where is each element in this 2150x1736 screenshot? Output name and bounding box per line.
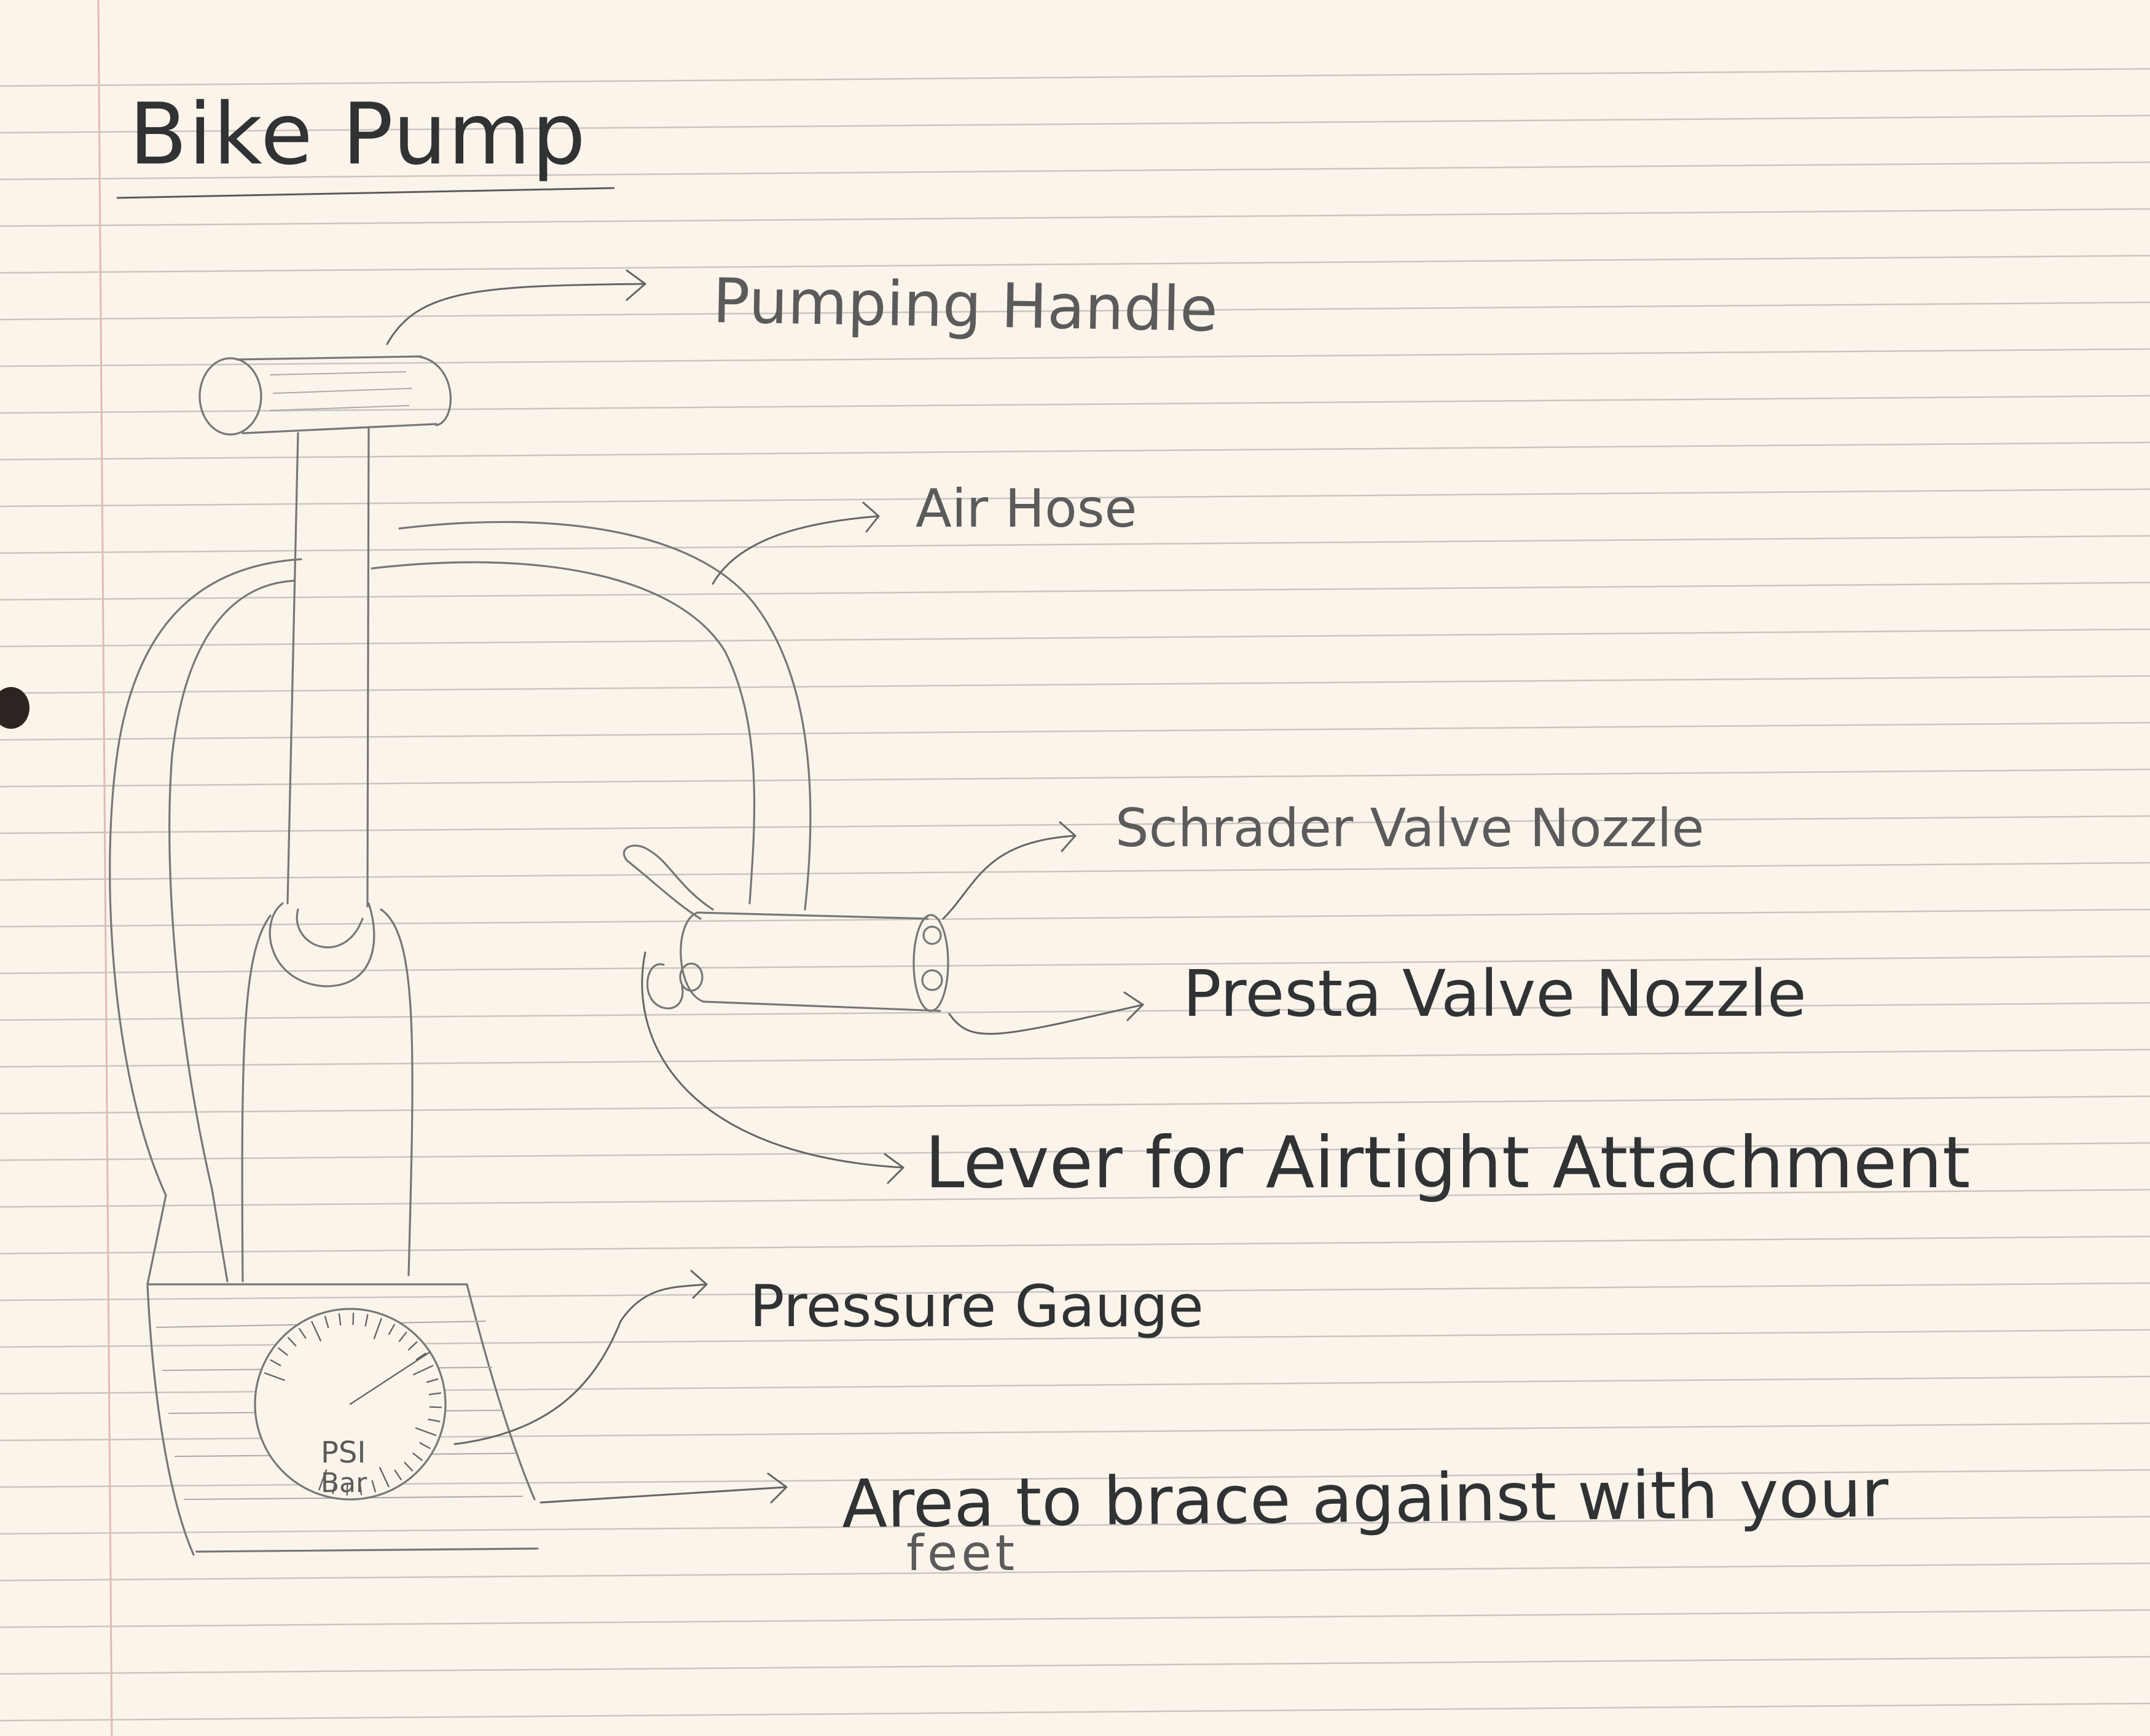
gauge-tick [415, 1427, 437, 1436]
gauge-tick [311, 1321, 322, 1341]
ruled-line [0, 1235, 2150, 1255]
foot-area-label-line2: feet [906, 1525, 1018, 1582]
ruled-line [0, 675, 2150, 694]
ruled-line [0, 348, 2150, 367]
gauge-tick [419, 1442, 431, 1449]
gauge-tick [379, 1467, 390, 1488]
pump-barrel [241, 908, 414, 1282]
ruled-line [0, 1142, 2150, 1161]
pressure-gauge [254, 1308, 447, 1501]
ruled-line [0, 1609, 2150, 1628]
ruled-line [0, 862, 2150, 881]
ruled-line [0, 488, 2150, 508]
bike-pump-drawing [109, 269, 1144, 1556]
gauge-tick [388, 1324, 395, 1335]
ruled-line [0, 628, 2150, 648]
gauge-tick [407, 1341, 418, 1351]
presta-arrow [948, 1004, 1144, 1035]
gauge-tick [373, 1318, 382, 1340]
ruled-line [0, 1188, 2150, 1208]
pumping-handle [198, 355, 452, 436]
nozzle-head [679, 911, 949, 1012]
lever [622, 844, 714, 1010]
gauge-tick [332, 1482, 336, 1494]
diagram-title: Bike Pump [129, 85, 587, 184]
ruled-line [0, 1562, 2150, 1582]
gauge-tick [398, 1332, 407, 1342]
ruled-line [0, 1515, 2150, 1535]
ruled-line [0, 208, 2150, 227]
gauge-tick [318, 1469, 328, 1491]
margin-line [97, 0, 113, 1736]
binder-hole [0, 687, 29, 729]
ruled-line [0, 441, 2150, 461]
ruled-line [0, 114, 2150, 134]
gauge-tick [287, 1337, 297, 1347]
gauge-tick [299, 1328, 307, 1339]
lever-label: Lever for Airtight Attachment [925, 1121, 1971, 1204]
piston-shaft [286, 426, 370, 908]
title-underline [116, 187, 615, 199]
gauge-bar-label: Bar [321, 1467, 367, 1499]
air-hose [109, 520, 812, 1286]
gauge-tick [359, 1482, 363, 1496]
gauge-arrow [453, 1283, 708, 1445]
ruled-line [0, 581, 2150, 601]
gauge-tick [415, 1353, 426, 1361]
ruled-line [0, 301, 2150, 321]
ruled-line [0, 1002, 2150, 1021]
gauge-tick [324, 1316, 329, 1329]
gauge-tick [413, 1365, 434, 1376]
lever-arrow [641, 951, 904, 1169]
foot-area-arrow [539, 1486, 788, 1504]
air-hose-label: Air Hose [916, 478, 1137, 540]
air-hose-arrow [712, 515, 880, 585]
barrel-collar [269, 902, 375, 988]
ruled-lines [0, 68, 2150, 1722]
gauge-tick [346, 1483, 348, 1496]
handle-arrow [386, 283, 646, 345]
ruled-line [0, 161, 2150, 181]
ruled-line [0, 721, 2150, 741]
ruled-line [0, 768, 2150, 788]
gauge-tick [338, 1313, 342, 1326]
ruled-line [0, 1048, 2150, 1068]
gauge-tick [264, 1372, 286, 1381]
gauge-tick [394, 1469, 402, 1480]
ruled-line [0, 1655, 2150, 1675]
gauge-tick [412, 1452, 423, 1461]
ruled-line [0, 535, 2150, 554]
leader-arrows [386, 269, 1144, 1504]
gauge-tick [270, 1359, 281, 1367]
gauge-psi-label: PSI [321, 1436, 366, 1470]
ruled-line [0, 68, 2150, 87]
gauge-tick [428, 1392, 442, 1396]
ruled-line [0, 1095, 2150, 1115]
schrader-nozzle-label: Schrader Valve Nozzle [1115, 798, 1705, 859]
gauge-tick [371, 1480, 376, 1493]
schrader-arrow [942, 835, 1077, 920]
gauge-tick [404, 1461, 414, 1472]
pressure-gauge-label: Pressure Gauge [750, 1273, 1204, 1340]
pumping-handle-label: Pumping Handle [712, 265, 1218, 346]
ruled-line [0, 955, 2150, 975]
ruled-line [0, 815, 2150, 835]
presta-nozzle-label: Presta Valve Nozzle [1183, 956, 1807, 1031]
gauge-tick [428, 1418, 441, 1423]
ruled-line [0, 1702, 2150, 1722]
gauge-tick [278, 1347, 288, 1356]
gauge-tick [364, 1314, 369, 1327]
gauge-tick [426, 1378, 439, 1383]
ruled-line [0, 254, 2150, 274]
gauge-tick [352, 1312, 355, 1326]
ruled-line [0, 395, 2150, 414]
ruled-line [0, 1282, 2150, 1302]
ruled-line [0, 908, 2150, 928]
gauge-tick [429, 1406, 442, 1408]
